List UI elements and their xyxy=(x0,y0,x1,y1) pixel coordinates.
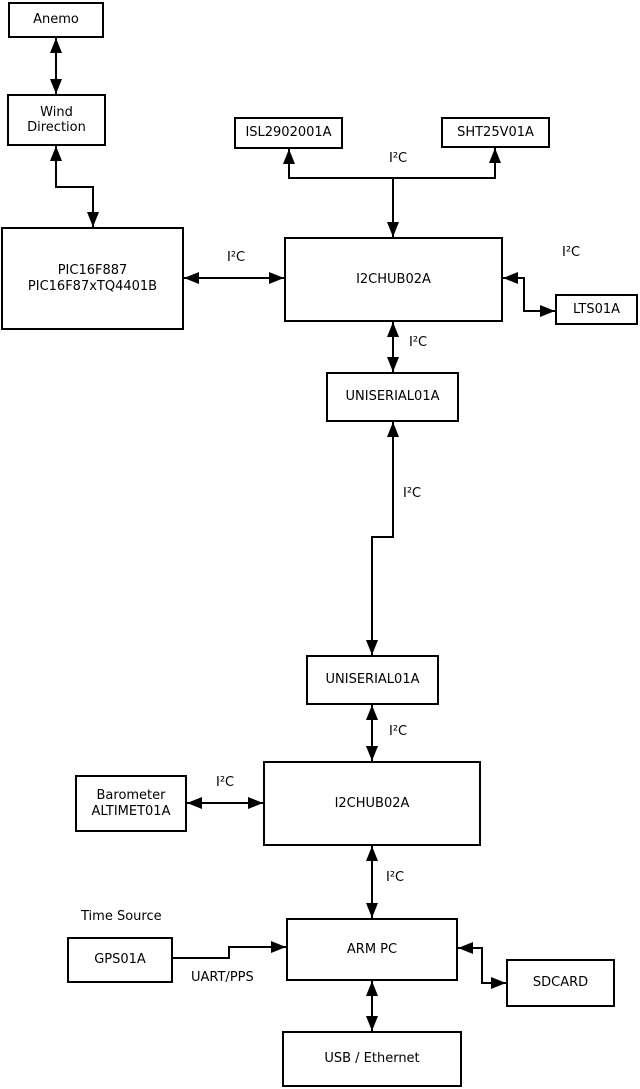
box-uniserial01a-upper: UNISERIAL01A xyxy=(326,372,459,422)
edge-label-i2c-barometer: I²C xyxy=(216,775,235,790)
box-lts01a: LTS01A xyxy=(555,294,638,325)
box-gps01a-label: GPS01A xyxy=(94,952,146,968)
connector-gps-armpc xyxy=(173,941,286,959)
box-uniserial01a-lower-label: UNISERIAL01A xyxy=(325,672,420,688)
box-i2chub02a-upper: I2CHUB02A xyxy=(284,237,503,322)
edge-label-i2c-lts: I²C xyxy=(562,245,581,260)
box-barometer-altimet01a: Barometer ALTIMET01A xyxy=(75,775,187,832)
box-sht25v01a-label: SHT25V01A xyxy=(457,124,534,140)
box-i2chub02a-lower: I2CHUB02A xyxy=(263,761,481,846)
box-wind-direction-label: Wind Direction xyxy=(27,104,86,135)
box-isl2902001a: ISL2902001A xyxy=(234,117,343,149)
box-usb-ethernet-label: USB / Ethernet xyxy=(324,1051,420,1067)
connector-armpc-sdcard xyxy=(458,942,506,989)
edge-label-time-source: Time Source xyxy=(81,909,162,924)
box-pic16f887-label: PIC16F887 PIC16F87xTQ4401B xyxy=(27,263,158,294)
box-pic16f887: PIC16F887 PIC16F87xTQ4401B xyxy=(1,227,184,330)
box-sdcard: SDCARD xyxy=(506,959,615,1007)
box-uniserial01a-upper-label: UNISERIAL01A xyxy=(345,389,440,405)
connector-winddirection-pic xyxy=(50,146,99,227)
edge-label-i2c-pic-hub: I²C xyxy=(227,250,246,265)
box-i2chub02a-upper-label: I2CHUB02A xyxy=(356,271,431,287)
box-arm-pc: ARM PC xyxy=(286,918,458,981)
edge-label-i2c-long-link: I²C xyxy=(403,486,422,501)
edge-label-i2c-hub-uniserial: I²C xyxy=(409,335,428,350)
edge-label-i2c-hub2-armpc: I²C xyxy=(386,870,405,885)
connector-i2chub-upper-lts xyxy=(503,272,555,317)
box-i2chub02a-lower-label: I2CHUB02A xyxy=(334,795,410,811)
edge-label-uart-pps: UART/PPS xyxy=(191,970,254,985)
box-anemo: Anemo xyxy=(8,2,104,38)
box-lts01a-label: LTS01A xyxy=(572,301,621,317)
box-anemo-label: Anemo xyxy=(33,12,79,28)
box-sht25v01a: SHT25V01A xyxy=(441,117,550,148)
box-arm-pc-label: ARM PC xyxy=(346,941,398,957)
box-sdcard-label: SDCARD xyxy=(532,975,589,991)
box-usb-ethernet: USB / Ethernet xyxy=(282,1031,462,1087)
box-barometer-altimet01a-label: Barometer ALTIMET01A xyxy=(91,788,171,819)
connector-uniserial-upper-uniserial-lower xyxy=(366,422,399,655)
edge-label-i2c-sensor-bus: I²C xyxy=(389,151,408,166)
edge-label-i2c-uniserial-hub2: I²C xyxy=(389,724,408,739)
box-uniserial01a-lower: UNISERIAL01A xyxy=(306,655,439,705)
box-isl2902001a-label: ISL2902001A xyxy=(245,125,332,141)
box-wind-direction: Wind Direction xyxy=(7,94,106,146)
box-gps01a: GPS01A xyxy=(67,937,173,983)
